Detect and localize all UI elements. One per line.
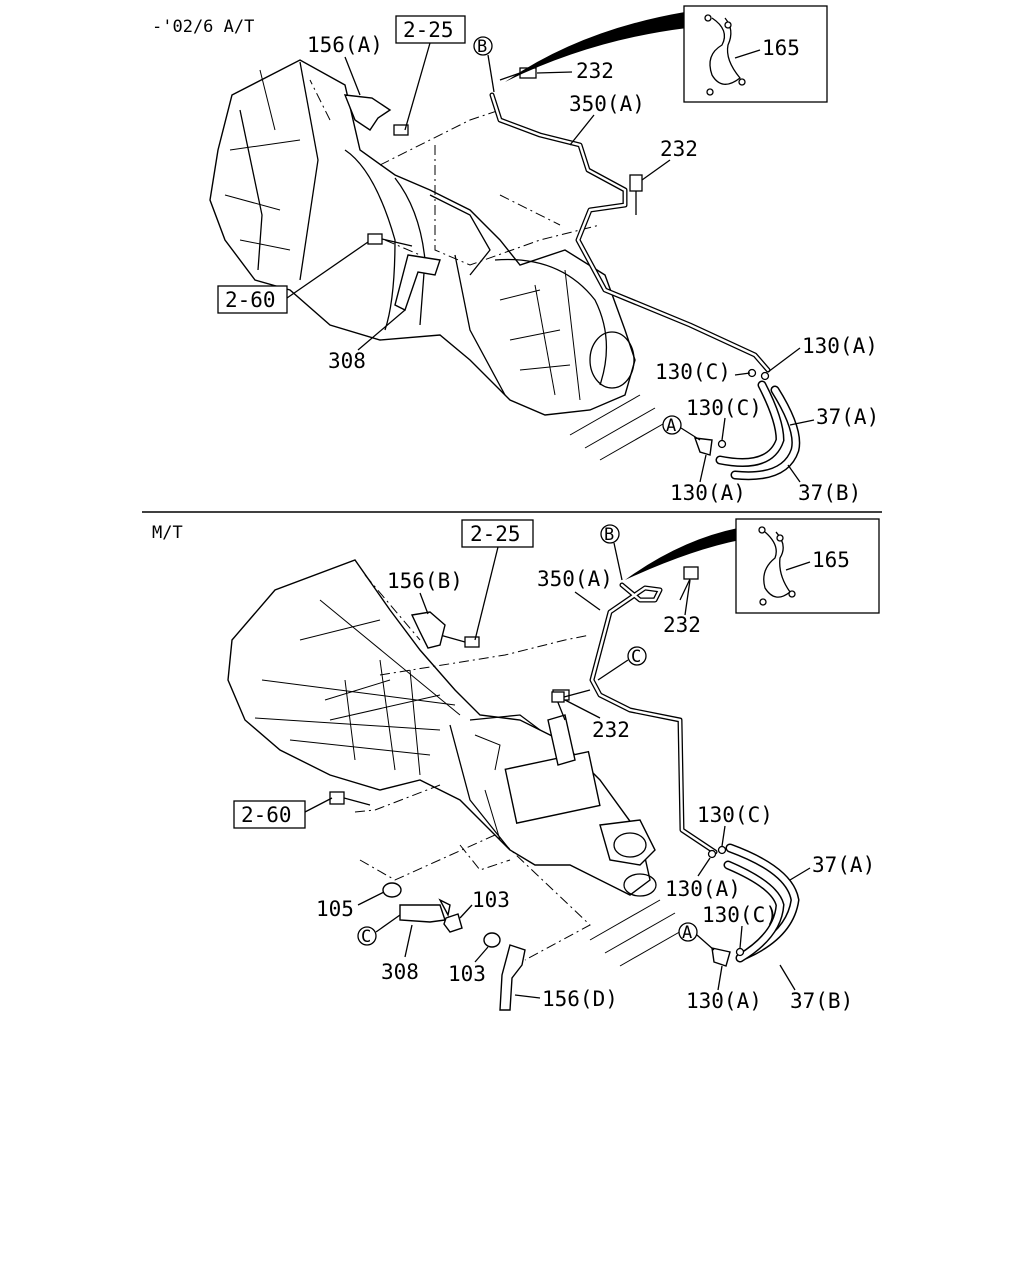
ref-box-2-25: 2-25	[461, 519, 534, 641]
ref-box-2-60: 2-60	[233, 797, 333, 829]
part-label: 308	[328, 349, 366, 373]
part-label: 37(B)	[798, 481, 861, 505]
marker-c: C	[597, 646, 647, 681]
part-label: 130(C)	[697, 803, 773, 827]
part-label: 130(C)	[702, 903, 778, 927]
part-label: 156(A)	[307, 33, 383, 57]
marker-a: A	[678, 922, 715, 951]
part-label: 156(D)	[542, 987, 618, 1011]
svg-text:2-60: 2-60	[225, 288, 276, 312]
svg-text:2-60: 2-60	[241, 803, 292, 827]
svg-text:B: B	[604, 525, 614, 545]
part-label: 156(B)	[387, 569, 463, 593]
part-label: 37(A)	[816, 405, 879, 429]
marker-a: A	[662, 415, 701, 441]
part-label: 37(B)	[790, 989, 853, 1013]
detail-swoosh	[505, 12, 687, 82]
part-label: 308	[381, 960, 419, 984]
part-label: 130(A)	[802, 334, 878, 358]
section-header: M/T	[152, 523, 183, 543]
part-label: 165	[812, 548, 850, 572]
detail-box	[735, 518, 880, 614]
part-label: 130(A)	[670, 481, 746, 505]
part-label: 232	[576, 59, 614, 83]
part-label: 130(A)	[665, 877, 741, 901]
part-label: 350(A)	[569, 92, 645, 116]
svg-text:A: A	[666, 416, 676, 436]
part-label: 103	[448, 962, 486, 986]
marker-b: B	[473, 36, 495, 93]
part-label: 130(A)	[686, 989, 762, 1013]
svg-text:2-25: 2-25	[470, 522, 521, 546]
part-label: 105	[316, 897, 354, 921]
part-label: 232	[592, 718, 630, 742]
detail-swoosh	[625, 528, 740, 580]
part-label: 165	[762, 36, 800, 60]
automatic-transmission-drawing	[209, 59, 636, 416]
svg-text:A: A	[682, 923, 692, 943]
svg-text:B: B	[477, 37, 487, 57]
part-label: 350(A)	[537, 567, 613, 591]
part-label: 103	[472, 888, 510, 912]
part-label: 130(C)	[655, 360, 731, 384]
part-label: 37(A)	[812, 853, 875, 877]
svg-text:C: C	[631, 647, 641, 667]
section-mt: M/T	[152, 518, 880, 1013]
part-label: 232	[663, 613, 701, 637]
section-at: -'02/6 A/T	[152, 5, 879, 505]
part-label: 130(C)	[686, 396, 762, 420]
marker-b: B	[600, 524, 623, 581]
ref-box-2-25: 2-25	[395, 15, 466, 131]
svg-text:C: C	[361, 927, 371, 947]
part-label: 232	[660, 137, 698, 161]
manual-transmission-drawing	[227, 559, 657, 897]
ref-box-2-60: 2-60	[217, 241, 369, 314]
detail-box	[683, 5, 828, 103]
section-header: -'02/6 A/T	[152, 17, 254, 37]
marker-c: C	[357, 914, 401, 947]
svg-text:2-25: 2-25	[403, 18, 454, 42]
